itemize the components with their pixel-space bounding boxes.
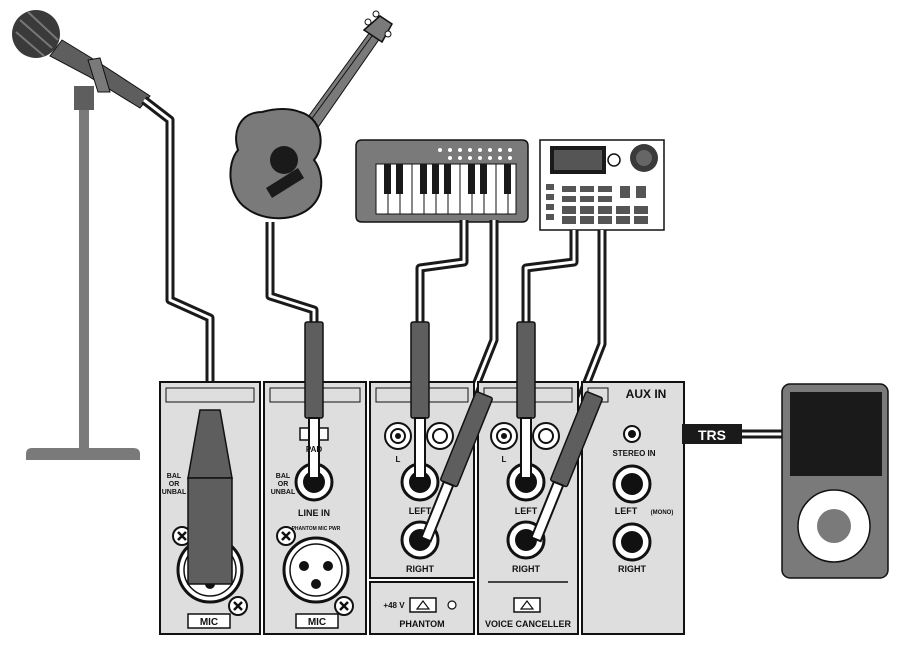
stereo-input-ch4 <box>490 321 603 560</box>
aux-mono-label: (MONO) <box>651 510 674 516</box>
trs-label: TRS <box>698 427 726 443</box>
ch3-right-label: RIGHT <box>406 564 435 574</box>
trs-plug <box>682 424 742 444</box>
phantom-label: PHANTOM <box>399 619 444 629</box>
voice-canceller-label: VOICE CANCELLER <box>485 619 572 629</box>
microphone-icon <box>12 10 151 460</box>
ch3-l-label: L <box>396 455 401 464</box>
screw-icon <box>227 595 249 617</box>
stereo-input-ch3 <box>384 321 493 560</box>
line-in-label: LINE IN <box>298 508 330 518</box>
aux-right-label: RIGHT <box>618 564 647 574</box>
aux-in-label: AUX IN <box>626 387 667 401</box>
acoustic-guitar-icon <box>229 10 393 220</box>
screw-icon <box>275 525 297 547</box>
bal-label-2-line2: OR <box>278 481 289 488</box>
mic-input-1 <box>171 409 249 629</box>
ch4-right-label: RIGHT <box>512 564 541 574</box>
ch3-left-label: LEFT <box>409 506 432 516</box>
bal-label-line3: UNBAL <box>162 489 187 496</box>
aux-input <box>612 425 652 562</box>
mic-input-2 <box>275 525 355 629</box>
phantom-led <box>447 600 457 610</box>
phantom-switch[interactable] <box>409 597 437 613</box>
phantom-mic-pwr-note: PHANTOM MIC PWR <box>292 526 341 532</box>
stereo-in-label: STEREO IN <box>612 449 655 458</box>
drum-machine-icon <box>539 139 665 231</box>
mic-label-1: MIC <box>200 617 218 628</box>
bal-label-line1: BAL <box>167 473 182 480</box>
triangle-icon <box>519 600 535 610</box>
ch4-left-label: LEFT <box>515 506 538 516</box>
aux-left-label: LEFT <box>615 506 638 516</box>
bal-label-line2: OR <box>169 481 180 488</box>
plus48v-label: +48 V <box>383 601 405 610</box>
screw-icon <box>333 595 355 617</box>
portable-media-player-icon <box>781 383 889 579</box>
line-in-input <box>294 321 334 502</box>
bal-label-2-line3: UNBAL <box>271 489 296 496</box>
triangle-icon <box>415 600 431 610</box>
mic-label-2: MIC <box>308 617 326 628</box>
pad-label: PAD <box>306 445 323 454</box>
midi-keyboard-icon <box>355 139 529 223</box>
bal-label-2-line1: BAL <box>276 473 291 480</box>
voice-canceller-switch[interactable] <box>513 597 541 613</box>
ch4-l-label: L <box>502 455 507 464</box>
